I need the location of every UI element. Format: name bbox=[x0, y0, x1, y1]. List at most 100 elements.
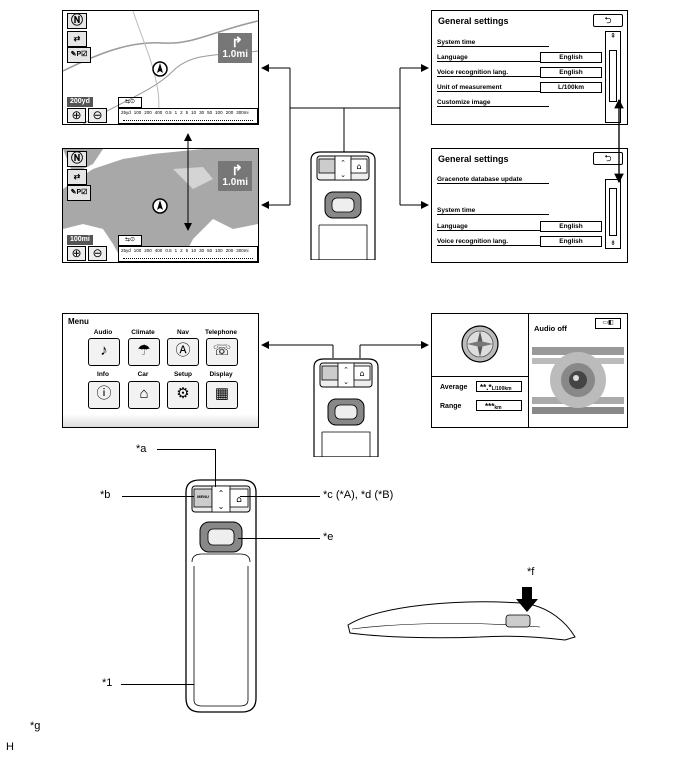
turn-arrow-icon: ↱ bbox=[231, 34, 243, 50]
zoom-out-button[interactable]: ⊖ bbox=[88, 108, 107, 123]
car-icon[interactable]: ⌂ bbox=[128, 381, 160, 409]
settings-row[interactable]: Language English bbox=[437, 221, 602, 232]
row-label: Unit of measurement bbox=[437, 84, 502, 91]
climate-icon[interactable]: ☂ bbox=[128, 338, 160, 366]
audio-source-icon[interactable]: ▭◧ bbox=[595, 318, 621, 329]
scale-tick-label: 30 bbox=[199, 110, 205, 115]
callout-e: *e bbox=[323, 531, 334, 543]
settings-row[interactable]: Customize image bbox=[437, 99, 549, 107]
settings-row[interactable]: Gracenote database update bbox=[437, 176, 549, 184]
leader-line-1 bbox=[121, 684, 194, 685]
scrollbar[interactable]: ⇟ bbox=[605, 179, 621, 249]
settings-row[interactable]: Voice recognition lang. English bbox=[437, 236, 602, 247]
back-button[interactable]: ⮌ bbox=[593, 14, 623, 27]
callout-b: *b bbox=[100, 489, 111, 501]
scroll-down-icon[interactable]: ⇟ bbox=[610, 240, 616, 247]
menu-button[interactable]: MENU bbox=[197, 494, 209, 499]
general-settings-screen-2: General settings ⮌ Gracenote database up… bbox=[431, 148, 628, 263]
row-value[interactable]: English bbox=[540, 236, 602, 247]
row-label: System time bbox=[437, 39, 476, 46]
scale-tick-label: 50 bbox=[207, 110, 213, 115]
telephone-icon[interactable]: ☏ bbox=[206, 338, 238, 366]
route-button[interactable]: ⇄ bbox=[67, 169, 87, 185]
poi-button[interactable]: ✎P☑ bbox=[67, 47, 91, 63]
settings-row[interactable]: System time bbox=[437, 207, 549, 215]
row-label: Language bbox=[437, 54, 468, 61]
zoom-in-button[interactable]: ⊕ bbox=[67, 246, 86, 261]
svg-text:⌄: ⌄ bbox=[218, 502, 225, 511]
scale-tick-label: 5 bbox=[185, 110, 189, 115]
scale-tick-label: 100 bbox=[133, 248, 142, 253]
menu-screen: Menu Audio Climate Nav Telephone ♪ ☂ Ⓐ ☏… bbox=[62, 313, 259, 428]
scale-tick-label: 0.5 bbox=[165, 248, 172, 253]
scale-toggle-icon[interactable]: ⇆⊙ bbox=[118, 235, 142, 246]
callout-f: *f bbox=[527, 566, 535, 578]
setup-icon[interactable]: ⚙ bbox=[167, 381, 199, 409]
menu-label-nav: Nav bbox=[177, 329, 189, 336]
menu-title: Menu bbox=[68, 317, 89, 326]
scroll-up-icon[interactable]: ⇞ bbox=[610, 33, 616, 40]
turn-distance: 1.0mi bbox=[222, 177, 248, 188]
scale-tick-label: 2 bbox=[180, 248, 183, 253]
svg-text:⌄: ⌄ bbox=[343, 378, 349, 386]
zoom-in-button[interactable]: ⊕ bbox=[67, 108, 86, 123]
scale-tick-label: 0.5 bbox=[165, 110, 172, 115]
callout-1: *1 bbox=[102, 677, 113, 689]
back-button[interactable]: ⮌ bbox=[593, 152, 623, 165]
scale-tick-label: 200 bbox=[225, 248, 234, 253]
scale-tick-label: 5 bbox=[185, 248, 189, 253]
row-value[interactable]: English bbox=[540, 52, 602, 63]
settings-row[interactable]: System time bbox=[437, 39, 549, 47]
menu-label-info: Info bbox=[97, 371, 109, 378]
settings-row[interactable]: Language English bbox=[437, 52, 602, 63]
settings-row[interactable]: Voice recognition lang. English bbox=[437, 67, 602, 78]
scale-tick-label: 30 bbox=[199, 248, 205, 253]
route-button[interactable]: ⇄ bbox=[67, 31, 87, 47]
audio-icon[interactable]: ♪ bbox=[88, 338, 120, 366]
range-unit: km bbox=[494, 405, 502, 411]
menu-page-hint bbox=[63, 414, 258, 427]
audio-status: Audio off bbox=[534, 324, 567, 333]
callout-h: H bbox=[6, 741, 14, 753]
row-label: System time bbox=[437, 207, 476, 214]
turn-indicator: ↱ 1.0mi bbox=[218, 33, 252, 63]
map-scale-label: 200yd bbox=[67, 97, 93, 107]
settings-row[interactable]: Unit of measurement L/100km bbox=[437, 82, 602, 93]
scale-tick-label: 400 bbox=[154, 110, 163, 115]
nav-icon[interactable]: Ⓐ bbox=[167, 338, 199, 366]
svg-text:⌄: ⌄ bbox=[340, 171, 346, 179]
average-label: Average bbox=[440, 384, 468, 391]
scale-tick-label: 200 bbox=[144, 110, 152, 115]
scrollbar[interactable]: ⇞ bbox=[605, 31, 621, 123]
scale-tick-label: 200 bbox=[144, 248, 152, 253]
row-value[interactable]: English bbox=[540, 221, 602, 232]
svg-text:⌂: ⌂ bbox=[356, 162, 361, 171]
menu-label-car: Car bbox=[137, 371, 149, 378]
scale-toggle-icon[interactable]: ⇆⊙ bbox=[118, 97, 142, 108]
row-value[interactable]: English bbox=[540, 67, 602, 78]
row-label: Voice recognition lang. bbox=[437, 69, 509, 76]
home-screen: Average **.*L/100km Range ***km Audio of… bbox=[431, 313, 628, 428]
average-value: **.* bbox=[480, 383, 492, 392]
display-icon[interactable]: ▦ bbox=[206, 381, 238, 409]
settings-title: General settings bbox=[438, 154, 509, 164]
poi-button[interactable]: ✎P☑ bbox=[67, 185, 91, 201]
callout-g: *g bbox=[30, 720, 41, 732]
scale-tick-label: 10 bbox=[191, 110, 197, 115]
settings-title: General settings bbox=[438, 16, 509, 26]
row-value[interactable]: L/100km bbox=[540, 82, 602, 93]
leader-line-e bbox=[238, 538, 320, 539]
scale-tick-label: 10 bbox=[191, 248, 197, 253]
compass-button[interactable]: Ⓝ bbox=[67, 13, 87, 29]
compass-button[interactable]: Ⓝ bbox=[67, 151, 87, 167]
turn-distance: 1.0mi bbox=[222, 49, 248, 60]
average-unit: L/100km bbox=[491, 386, 512, 392]
zoom-out-button[interactable]: ⊖ bbox=[88, 246, 107, 261]
info-icon[interactable]: ⓘ bbox=[88, 381, 120, 409]
leader-line-a-drop bbox=[215, 449, 216, 487]
menu-label-telephone: Telephone bbox=[204, 329, 238, 336]
leader-line-b bbox=[122, 496, 194, 497]
